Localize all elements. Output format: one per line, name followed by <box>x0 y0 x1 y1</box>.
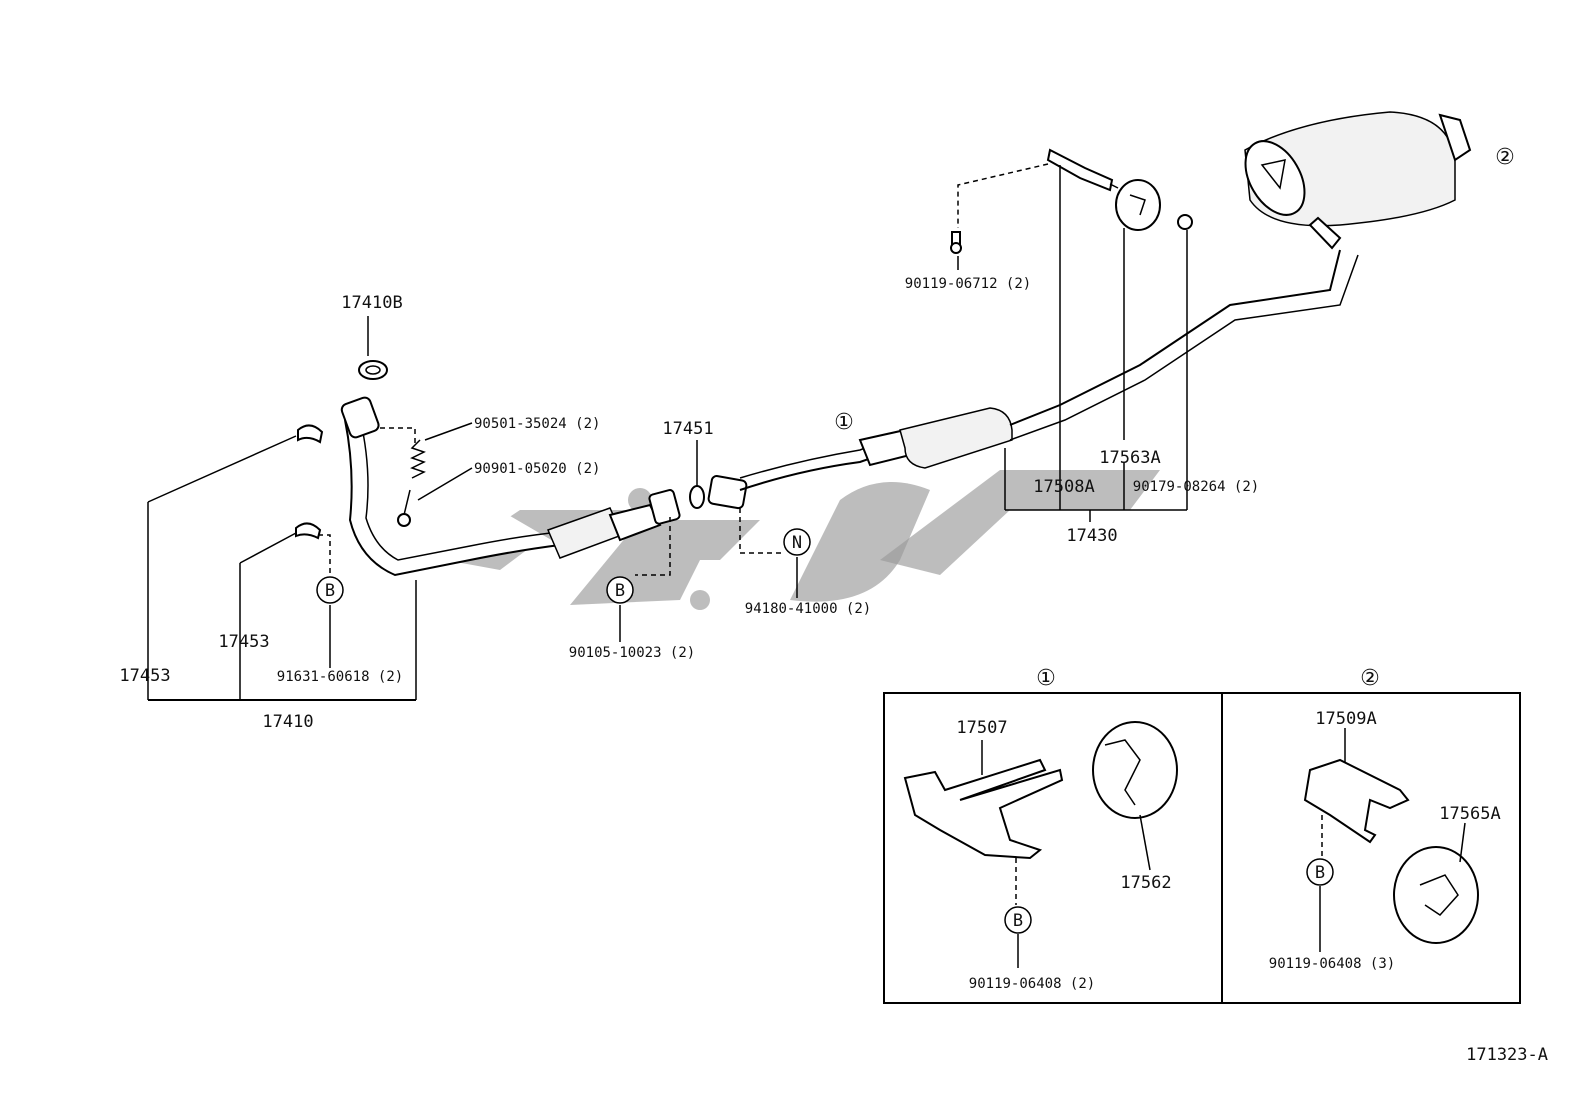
center-exhaust-pipe <box>707 249 1359 510</box>
detail-box-1: ① B 17507 17562 90119-06408 (2) <box>883 666 1223 1004</box>
callout-ref2-main: ② <box>1495 145 1515 170</box>
diagram-code: 171323-A <box>1466 1045 1548 1065</box>
svg-text:B: B <box>325 581 335 601</box>
svg-text:②: ② <box>1495 145 1515 170</box>
svg-text:B: B <box>1013 911 1023 931</box>
label-17507: 17507 <box>956 718 1007 738</box>
hanger-bolt-upper <box>1046 148 1119 192</box>
label-17410: 17410 <box>262 712 313 732</box>
svg-text:B: B <box>1315 863 1325 883</box>
gasket-17410b <box>358 360 388 380</box>
label-17563a: 17563A <box>1099 448 1160 468</box>
detail-box-2: ② B 17509A 17565A 90119-06408 (3) <box>1221 666 1521 1004</box>
label-17410b: 17410B <box>341 293 402 313</box>
clamp-lower <box>295 522 322 540</box>
label-17453-outer: 17453 <box>119 666 170 686</box>
label-90179-08264: 90179-08264 (2) <box>1133 479 1259 495</box>
label-91631-60618: 91631-60618 (2) <box>277 669 403 685</box>
label-17509a: 17509A <box>1315 709 1376 729</box>
detail-box-1-ref: ① <box>1036 666 1056 691</box>
label-17451: 17451 <box>662 419 713 439</box>
label-94180-41000: 94180-41000 (2) <box>745 601 871 617</box>
label-17562: 17562 <box>1120 873 1171 893</box>
callout-n: N <box>783 528 811 556</box>
label-17453-inner: 17453 <box>218 632 269 652</box>
leader-lines-front <box>147 316 798 701</box>
label-90501-35024: 90501-35024 (2) <box>474 416 600 432</box>
nut-90179 <box>1177 214 1193 230</box>
label-17430: 17430 <box>1066 526 1117 546</box>
svg-text:B: B <box>615 581 625 601</box>
clamp-upper <box>297 424 324 444</box>
label-90119-06408-3: 90119-06408 (3) <box>1269 956 1395 972</box>
rubber-hanger-17563a <box>1115 179 1161 231</box>
callout-ref1-main: ① <box>834 410 854 435</box>
muffler-main <box>1244 111 1472 250</box>
bolt-90119-06712 <box>950 231 962 254</box>
gasket-17451 <box>689 485 705 509</box>
label-17565a: 17565A <box>1439 804 1500 824</box>
callout-b-flange: B <box>606 576 634 604</box>
svg-text:N: N <box>792 533 802 553</box>
label-90119-06712: 90119-06712 (2) <box>905 276 1031 292</box>
spring-bolt <box>397 439 426 527</box>
label-17508a: 17508A <box>1033 477 1094 497</box>
label-90119-06408-2: 90119-06408 (2) <box>969 976 1095 992</box>
label-90901-05020: 90901-05020 (2) <box>474 461 600 477</box>
detail-box-2-ref: ② <box>1360 666 1380 691</box>
label-90105-10023: 90105-10023 (2) <box>569 645 695 661</box>
leader-lines-center <box>957 163 1188 522</box>
front-exhaust-pipe <box>340 396 681 577</box>
callout-b-front: B <box>316 576 344 604</box>
svg-text:①: ① <box>834 410 854 435</box>
